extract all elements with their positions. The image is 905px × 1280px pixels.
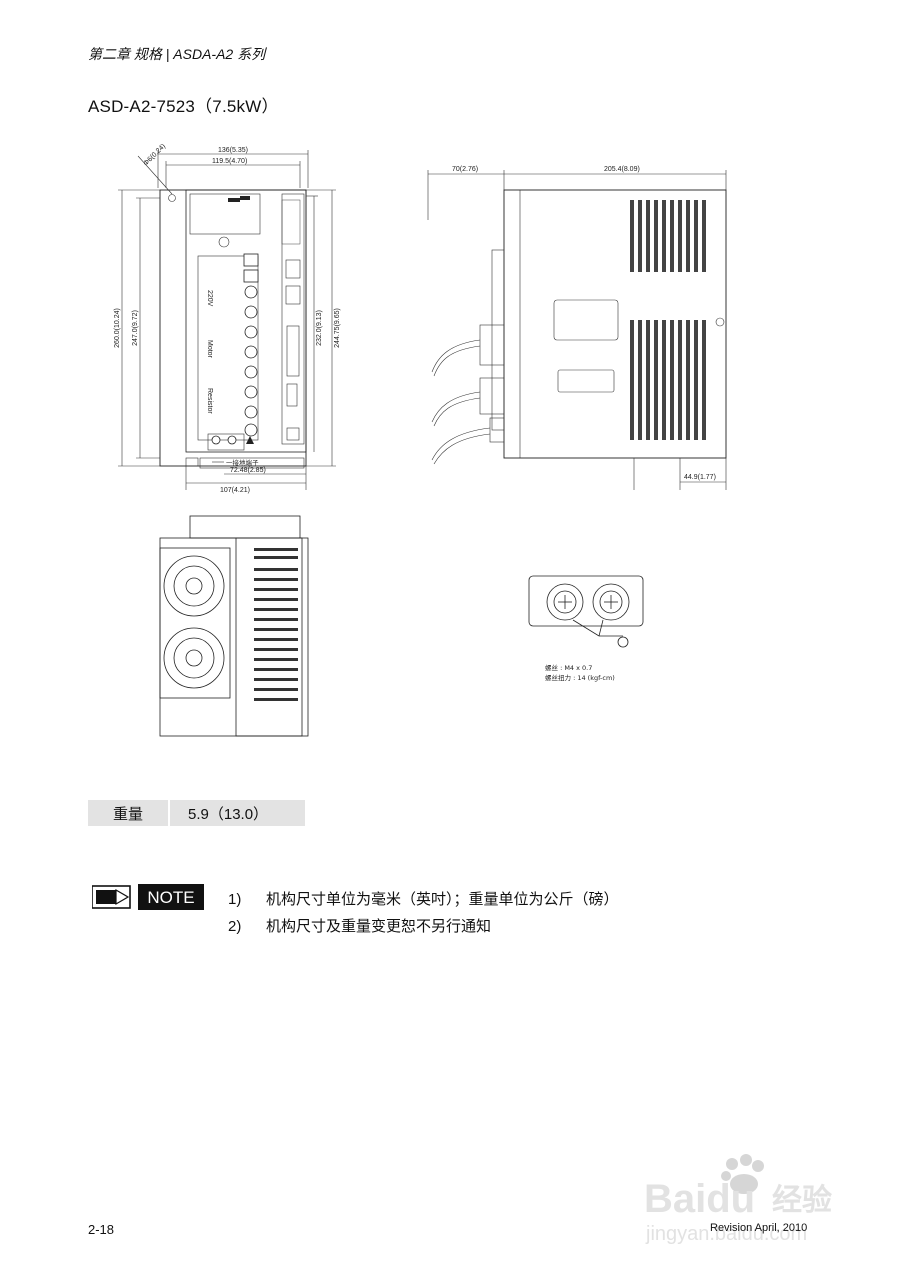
screw-spec: 螺丝 : M4 x 0.7 bbox=[545, 663, 592, 672]
model-title: ASD-A2-7523（7.5kW） bbox=[88, 97, 279, 116]
dim-height-right-1: 232.0(9.13) bbox=[316, 310, 323, 346]
watermark-url: jingyan.baidu.com bbox=[645, 1223, 807, 1245]
dim-height-right-2: 244.75(9.65) bbox=[334, 308, 341, 348]
bottom-view-drawing bbox=[159, 515, 309, 737]
dim-side-left: 70(2.76) bbox=[452, 166, 478, 173]
torque-spec: 螺丝扭力 : 14 (kgf-cm) bbox=[545, 673, 615, 682]
note-item-text: 机构尺寸单位为毫米（英吋）；重量单位为公斤（磅） bbox=[266, 890, 619, 908]
watermark-brand-cn: 经验 bbox=[772, 1183, 832, 1218]
panel-text-220v: 220V bbox=[206, 290, 213, 307]
note-item: 2) 机构尺寸及重量变更恕不另行通知 bbox=[228, 913, 619, 940]
page-number: 2-18 bbox=[88, 1222, 115, 1237]
panel-text-motor: Motor bbox=[206, 340, 213, 359]
dim-width-inner: 119.5(4.70) bbox=[212, 158, 247, 165]
chapter-header: 第二章 规格 | ASDA-A2 系列 bbox=[88, 46, 266, 62]
weight-table: 重量 5.9（13.0） bbox=[88, 800, 305, 826]
note-item: 1) 机构尺寸单位为毫米（英吋）；重量单位为公斤（磅） bbox=[228, 886, 619, 913]
dim-side-bottom: 44.9(1.77) bbox=[684, 474, 716, 481]
note-item-number: 2) bbox=[228, 918, 242, 935]
weight-value: 5.9（13.0） bbox=[170, 800, 305, 826]
dim-height-total: 260.0(10.24) bbox=[114, 308, 121, 348]
dim-bottom-1: 72.48(2.85) bbox=[230, 467, 266, 474]
revision-text: Revision April, 2010 bbox=[710, 1222, 808, 1234]
baidu-watermark-logo: Baidu 经验 jingyan.baidu.com bbox=[644, 1154, 832, 1245]
side-view-drawing: 70(2.76) 205.4(8.09) 44.9(1.77) bbox=[427, 166, 727, 490]
front-view-drawing: 136(5.35) 119.5(4.70) Φ6(0.24) 260.0(10.… bbox=[114, 143, 341, 494]
note-item-number: 1) bbox=[228, 891, 242, 908]
note-item-text: 机构尺寸及重量变更恕不另行通知 bbox=[266, 917, 492, 935]
weight-label: 重量 bbox=[88, 800, 168, 826]
ground-label: 一接地端子 bbox=[226, 458, 259, 467]
note-list: 1) 机构尺寸单位为毫米（英吋）；重量单位为公斤（磅） 2) 机构尺寸及重量变更… bbox=[228, 886, 619, 940]
watermark-brand: Baidu bbox=[644, 1177, 755, 1221]
dim-side-depth: 205.4(8.09) bbox=[604, 166, 640, 173]
dim-hole: Φ6(0.24) bbox=[142, 143, 167, 168]
note-label: NOTE bbox=[147, 888, 194, 907]
panel-text-resistor: Resistor bbox=[206, 388, 213, 414]
dim-bottom-2: 107(4.21) bbox=[220, 487, 250, 494]
terminal-detail-drawing: 螺丝 : M4 x 0.7 螺丝扭力 : 14 (kgf-cm) bbox=[528, 575, 644, 682]
note-icon: NOTE bbox=[92, 884, 204, 910]
dim-height-mount: 247.0(9.72) bbox=[132, 310, 139, 346]
dim-width-outer: 136(5.35) bbox=[218, 147, 248, 154]
